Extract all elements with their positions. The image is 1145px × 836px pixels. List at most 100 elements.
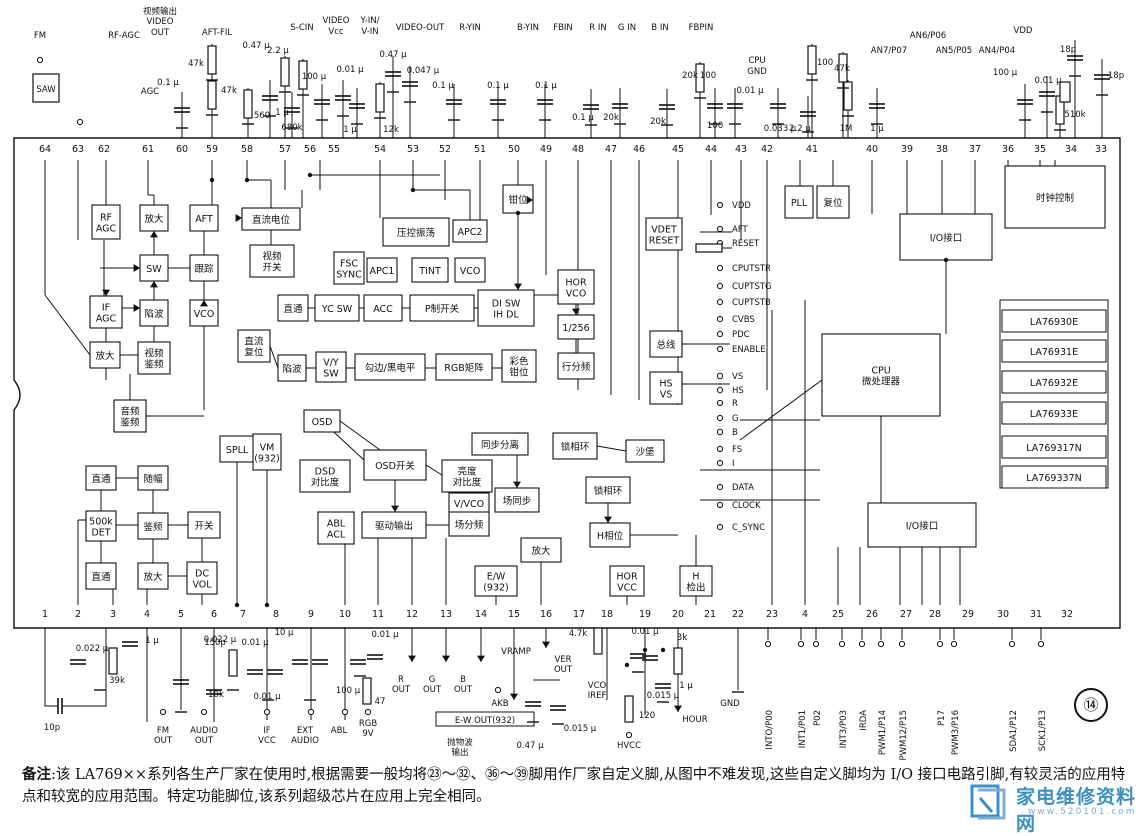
capacitor-top-12 bbox=[385, 71, 401, 77]
pin-top-59: 59 bbox=[206, 144, 218, 155]
chip-model-box bbox=[1001, 401, 1107, 425]
pin-top-41: 41 bbox=[806, 144, 818, 155]
pin-bottom-14: 14 bbox=[475, 609, 487, 620]
wire-internal-75 bbox=[269, 345, 279, 369]
capacitor-top-28 bbox=[1039, 91, 1055, 97]
block-pll1-label: 锁相环 bbox=[561, 441, 590, 453]
junction-dot-3 bbox=[234, 602, 240, 608]
pin-top-54: 54 bbox=[374, 144, 386, 155]
capacitor-top-19 bbox=[707, 103, 723, 109]
terminal-i bbox=[716, 459, 724, 467]
block-vdiv-label: 场分频 bbox=[455, 519, 484, 531]
pin-top-42: 42 bbox=[761, 144, 773, 155]
arrow-icon bbox=[133, 304, 140, 312]
block-trap-label: 陷波 bbox=[144, 308, 164, 320]
block-clamp2-label: 彩色钳位 bbox=[509, 356, 529, 379]
bottom-label-c-0022u: 0.022 μ bbox=[76, 644, 109, 654]
block-drive-label: 驱动输出 bbox=[375, 520, 413, 532]
value-top-31: 18p bbox=[1108, 71, 1124, 81]
value-top-33: 20k bbox=[650, 117, 666, 127]
bottom-label-vramp: VRAMP bbox=[501, 647, 531, 657]
block-direct3: 直通 bbox=[85, 562, 117, 590]
block-reset-label: 复位 bbox=[823, 197, 843, 209]
value-top-28: 0.01 μ bbox=[1034, 76, 1062, 86]
label-y-in: Y-IN/ bbox=[360, 16, 380, 26]
capacitor-top-33 bbox=[659, 104, 675, 110]
crystal-icon bbox=[1059, 81, 1071, 103]
capacitor-bottom-0 bbox=[70, 659, 86, 665]
chip-model-box bbox=[1001, 309, 1107, 333]
block-amp3: 放大 bbox=[520, 537, 562, 563]
block-sw: SW bbox=[139, 254, 169, 282]
block-bus: 总线 bbox=[649, 330, 683, 358]
wire-internal-78 bbox=[425, 464, 443, 476]
block-acc-label: ACC bbox=[373, 304, 393, 315]
block-vco-label: VCO bbox=[194, 309, 215, 320]
bottom-label-gnd: GND bbox=[720, 699, 740, 709]
chip-model-1: LA76931E bbox=[1030, 347, 1078, 358]
block-clamp2: 彩色钳位 bbox=[501, 349, 537, 383]
ew-out-label: E-W OUT(932) bbox=[455, 716, 515, 726]
label-an7: AN7/P07 bbox=[871, 46, 907, 56]
port-label-pwm12: PWM12/P15 bbox=[899, 710, 909, 760]
block-direct2-label: 直通 bbox=[91, 473, 111, 485]
block-video_det-label: 视频鉴频 bbox=[144, 348, 164, 371]
arrow-up-icon bbox=[150, 281, 158, 288]
label-agc: AGC bbox=[141, 87, 159, 97]
pin-bottom-22: 22 bbox=[732, 609, 744, 620]
capacitor-bottom-18 bbox=[642, 655, 658, 661]
block-hdiv-label: 行分频 bbox=[562, 361, 591, 373]
pin-bottom-11: 11 bbox=[372, 609, 384, 620]
bottom-label-c-0015u: 0.015 μ bbox=[647, 691, 680, 701]
value-top-12: 0.47 μ bbox=[379, 50, 407, 60]
port-terminal-p02 bbox=[812, 640, 820, 648]
value-top-25: 100 bbox=[817, 58, 833, 68]
arrow-up-icon bbox=[200, 300, 208, 307]
watermark-url: www.520101.com bbox=[1028, 807, 1137, 817]
value-top-11: 12k bbox=[383, 125, 399, 135]
block-clamp1-label: 钳位 bbox=[508, 194, 528, 206]
terminal-enable bbox=[716, 345, 724, 353]
pin-bottom-18: 18 bbox=[601, 609, 613, 620]
capacitor-top-32 bbox=[612, 103, 628, 109]
value-top-32: 20k bbox=[603, 113, 619, 123]
block-clock-label: 时钟控制 bbox=[1036, 192, 1074, 204]
arrow-down-icon bbox=[477, 655, 485, 662]
terminal-vdd bbox=[716, 201, 724, 209]
pin-bottom-5: 5 bbox=[178, 609, 184, 620]
capacitor-top-13 bbox=[402, 81, 418, 87]
resistor-top-2 bbox=[207, 80, 217, 110]
block-vsync-label: 场同步 bbox=[503, 496, 532, 507]
terminal-g bbox=[716, 414, 724, 422]
capacitor-top-14 bbox=[446, 99, 462, 105]
pin-top-43: 43 bbox=[735, 144, 747, 155]
block-video_det: 视频鉴频 bbox=[137, 341, 171, 375]
block-vvco: V/VCO bbox=[448, 492, 490, 514]
block-spll-label: SPLL bbox=[226, 445, 249, 456]
block-tint-label: TINT bbox=[418, 266, 441, 277]
pin-top-46: 46 bbox=[633, 144, 645, 155]
label-fbin: FBIN bbox=[553, 23, 573, 33]
capacitor-top-24 bbox=[869, 103, 885, 109]
port-terminal-p17 bbox=[936, 640, 944, 648]
bottom-label-r-3k: 3k bbox=[677, 633, 687, 643]
bottom-label-r-39k: 39k bbox=[109, 676, 125, 686]
label-an4: AN4/P04 bbox=[979, 46, 1015, 56]
label-an6: AN6/P06 bbox=[910, 31, 946, 41]
block-black: 勾边/黑电平 bbox=[354, 353, 426, 381]
pin-bottom-30: 30 bbox=[997, 609, 1009, 620]
terminal-hvcc bbox=[625, 731, 633, 739]
port-terminal-sck bbox=[1037, 640, 1045, 648]
block-hphase-label: H相位 bbox=[597, 530, 624, 542]
block-dc_level: 直流电位 bbox=[241, 207, 301, 231]
pin-bottom-1: 1 bbox=[42, 609, 48, 620]
block-osdsw-label: OSD开关 bbox=[375, 460, 415, 472]
wire-internal-118 bbox=[739, 379, 823, 441]
resistor-top-18 bbox=[695, 63, 705, 93]
